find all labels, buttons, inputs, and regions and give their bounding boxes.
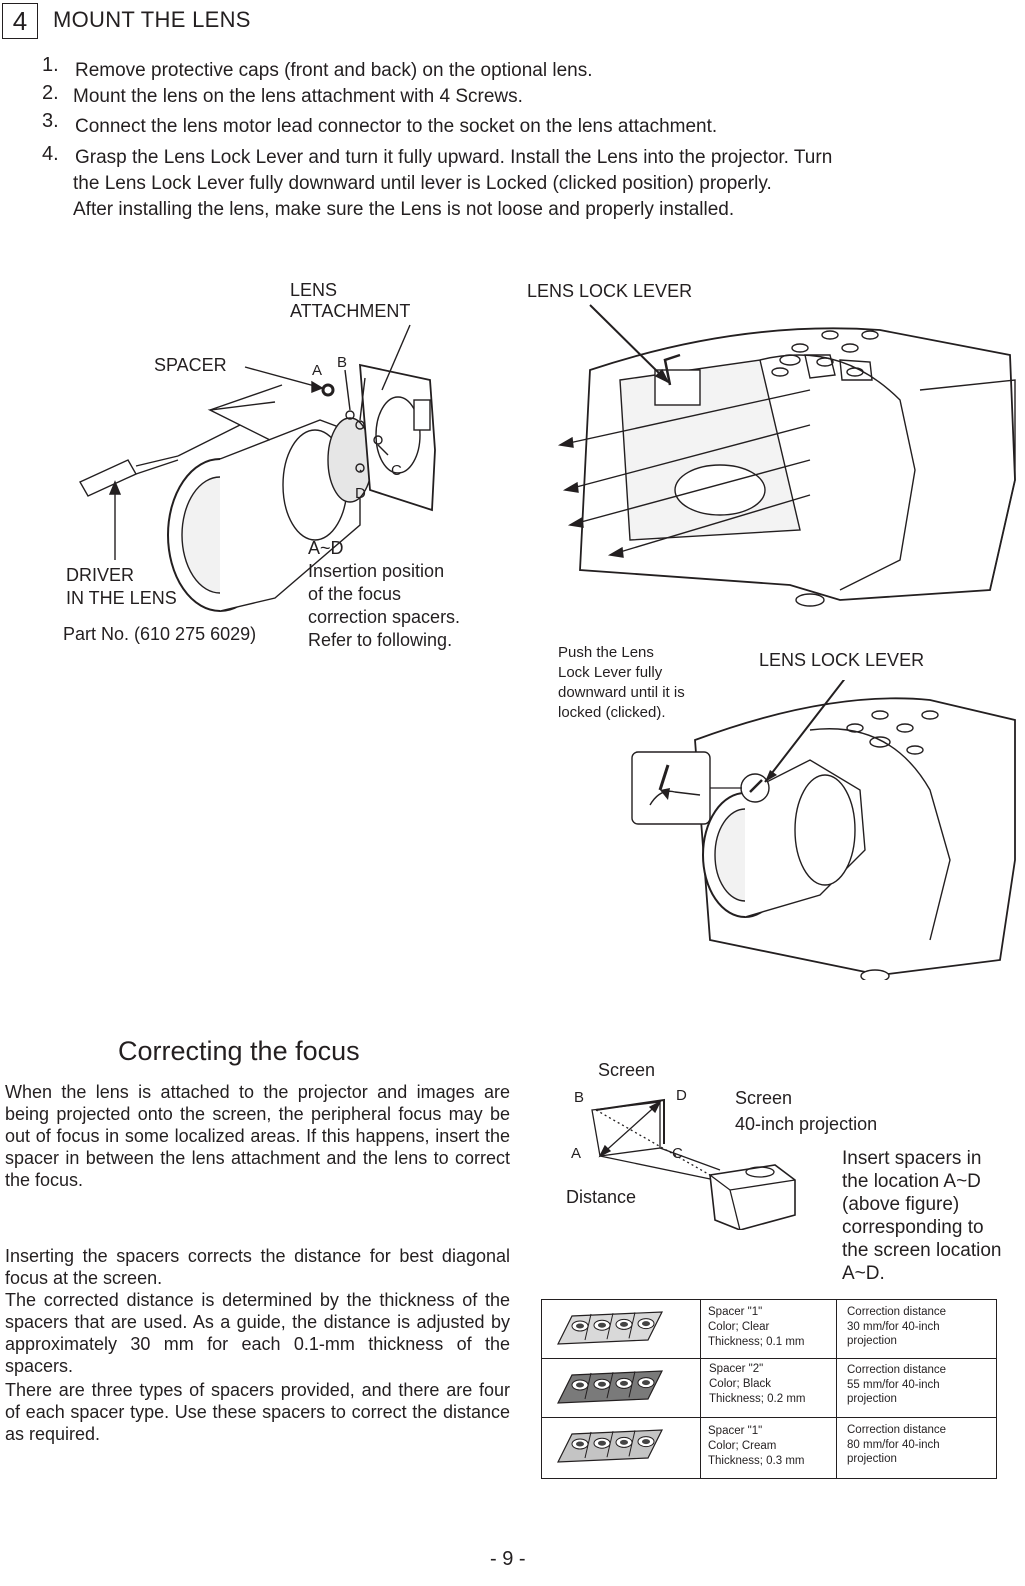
focus-paragraph-4: There are three types of spacers provide… <box>5 1380 510 1444</box>
spacer-strip-1 <box>557 1311 663 1345</box>
screen-top-label: Screen <box>598 1060 656 1080</box>
spacer-position-d <box>355 463 365 473</box>
driver-handle <box>79 459 137 497</box>
step-3-text: Connect the lens motor lead connector to… <box>75 116 718 137</box>
row-2-spacer-name: Spacer "2" <box>709 1363 764 1375</box>
screen-shape <box>591 1101 661 1157</box>
spacer-strips <box>557 1311 663 1463</box>
lens-assembly-figure <box>79 324 436 612</box>
row-2-correction-3: projection <box>847 1393 897 1405</box>
control-buttons <box>771 330 879 377</box>
driver-label-2: IN THE LENS <box>66 588 177 608</box>
insert-note-2: the location A~D <box>842 1171 981 1192</box>
lens-attachment-label-2: ATTACHMENT <box>290 301 411 321</box>
row-3-spacer-name: Spacer "1" <box>708 1425 763 1437</box>
spacer-strip-2 <box>557 1370 663 1404</box>
insertion-label-5: Refer to following. <box>308 630 453 650</box>
screen-corner-c: C <box>672 1145 683 1162</box>
spacer-position-b <box>355 420 365 430</box>
spacer-ring <box>321 383 335 397</box>
spacer-table <box>541 1299 997 1479</box>
spacer-table-divider-1 <box>700 1299 701 1478</box>
row-2-correction-1: Correction distance <box>847 1364 947 1376</box>
screen-right-label: Screen <box>735 1088 793 1108</box>
insert-note-6: A~D. <box>842 1263 885 1284</box>
push-note-4: locked (clicked). <box>558 704 666 721</box>
position-b-label: B <box>337 354 348 371</box>
lens-lock-lever-label-bottom: LENS LOCK LEVER <box>759 650 925 670</box>
screen-corner-d: D <box>676 1087 687 1104</box>
step-2-number: 2. <box>42 82 59 104</box>
row-1-correction-1: Correction distance <box>847 1306 947 1318</box>
insertion-label-1: A~D <box>308 538 344 558</box>
driver-label-1: DRIVER <box>66 565 135 585</box>
step-4-number: 4. <box>42 143 59 165</box>
insertion-label-4: correction spacers. <box>308 607 461 627</box>
row-3-correction-2: 80 mm/for 40-inch <box>847 1439 940 1451</box>
step-4-line-3: After installing the lens, make sure the… <box>73 199 735 220</box>
projector-lever-up-figure <box>557 304 1016 607</box>
focus-heading: Correcting the focus <box>118 1036 360 1066</box>
row-3-spacer-thickness: Thickness; 0.3 mm <box>708 1455 805 1467</box>
row-3-correction-1: Correction distance <box>847 1424 947 1436</box>
row-1-spacer-name: Spacer "1" <box>708 1306 763 1318</box>
lens-attachment-label-1: LENS <box>290 280 338 300</box>
screen-corner-a: A <box>571 1145 582 1162</box>
row-3-spacer-color: Color; Cream <box>708 1440 777 1452</box>
spacer-position-c <box>373 435 383 445</box>
focus-paragraph-1: When the lens is attached to the project… <box>5 1082 510 1190</box>
focus-paragraph-3: The corrected distance is determined by … <box>5 1290 510 1376</box>
position-a-label: A <box>312 362 323 379</box>
section-number: 4 <box>2 3 38 39</box>
push-note-2: Lock Lever fully <box>558 664 663 681</box>
step-3-number: 3. <box>42 110 59 132</box>
position-d-label: D <box>355 485 366 502</box>
lens-lock-lever-label-top: LENS LOCK LEVER <box>527 281 693 301</box>
driver-part-number: Part No. (610 275 6029) <box>63 624 257 644</box>
row-3-correction-3: projection <box>847 1453 897 1465</box>
screen-projection-figure <box>591 1098 796 1230</box>
insert-note-1: Insert spacers in <box>842 1148 982 1169</box>
focus-paragraph-2: Inserting the spacers corrects the dista… <box>5 1246 510 1288</box>
step-1-text: Remove protective caps (front and back) … <box>75 60 593 81</box>
spacer-table-row-line-2 <box>541 1417 997 1418</box>
row-1-spacer-color: Color; Clear <box>708 1321 770 1333</box>
projector-shape <box>709 1164 796 1230</box>
step-4-line-2: the Lens Lock Lever fully downward until… <box>73 173 772 194</box>
row-1-spacer-thickness: Thickness; 0.1 mm <box>708 1336 805 1348</box>
insert-note-4: corresponding to <box>842 1217 984 1238</box>
insert-note-3: (above figure) <box>842 1194 960 1215</box>
push-note-3: downward until it is <box>558 684 685 701</box>
position-c-label: C <box>391 462 402 479</box>
row-1-correction-3: projection <box>847 1335 897 1347</box>
section-title: MOUNT THE LENS <box>53 7 251 32</box>
row-2-spacer-color: Color; Black <box>709 1378 771 1390</box>
distance-label: Distance <box>566 1187 637 1207</box>
lever-inset-box <box>631 751 711 825</box>
step-1-number: 1. <box>42 54 59 76</box>
projector-lens-installed-figure <box>631 680 1016 980</box>
row-2-spacer-thickness: Thickness; 0.2 mm <box>709 1393 806 1405</box>
screen-corner-b: B <box>574 1089 585 1106</box>
spacer-table-divider-2 <box>836 1299 837 1478</box>
row-1-correction-2: 30 mm/for 40-inch <box>847 1321 940 1333</box>
push-note-1: Push the Lens <box>558 644 654 661</box>
spacer-table-row-line-1 <box>541 1358 997 1359</box>
insertion-label-2: Insertion position <box>308 561 445 581</box>
control-buttons-2 <box>846 710 939 755</box>
page-number: - 9 - <box>490 1548 526 1570</box>
row-2-correction-2: 55 mm/for 40-inch <box>847 1379 940 1391</box>
spacer-strip-3 <box>557 1429 663 1463</box>
spacer-label: SPACER <box>154 355 227 375</box>
insert-note-5: the screen location <box>842 1240 1002 1261</box>
step-2-text: Mount the lens on the lens attachment wi… <box>73 86 523 107</box>
step-4-line-1: Grasp the Lens Lock Lever and turn it fu… <box>75 147 833 168</box>
projection-size-label: 40-inch projection <box>735 1114 878 1134</box>
spacer-position-a <box>345 410 355 420</box>
driver-shaft <box>177 424 241 457</box>
insertion-label-3: of the focus <box>308 584 402 604</box>
